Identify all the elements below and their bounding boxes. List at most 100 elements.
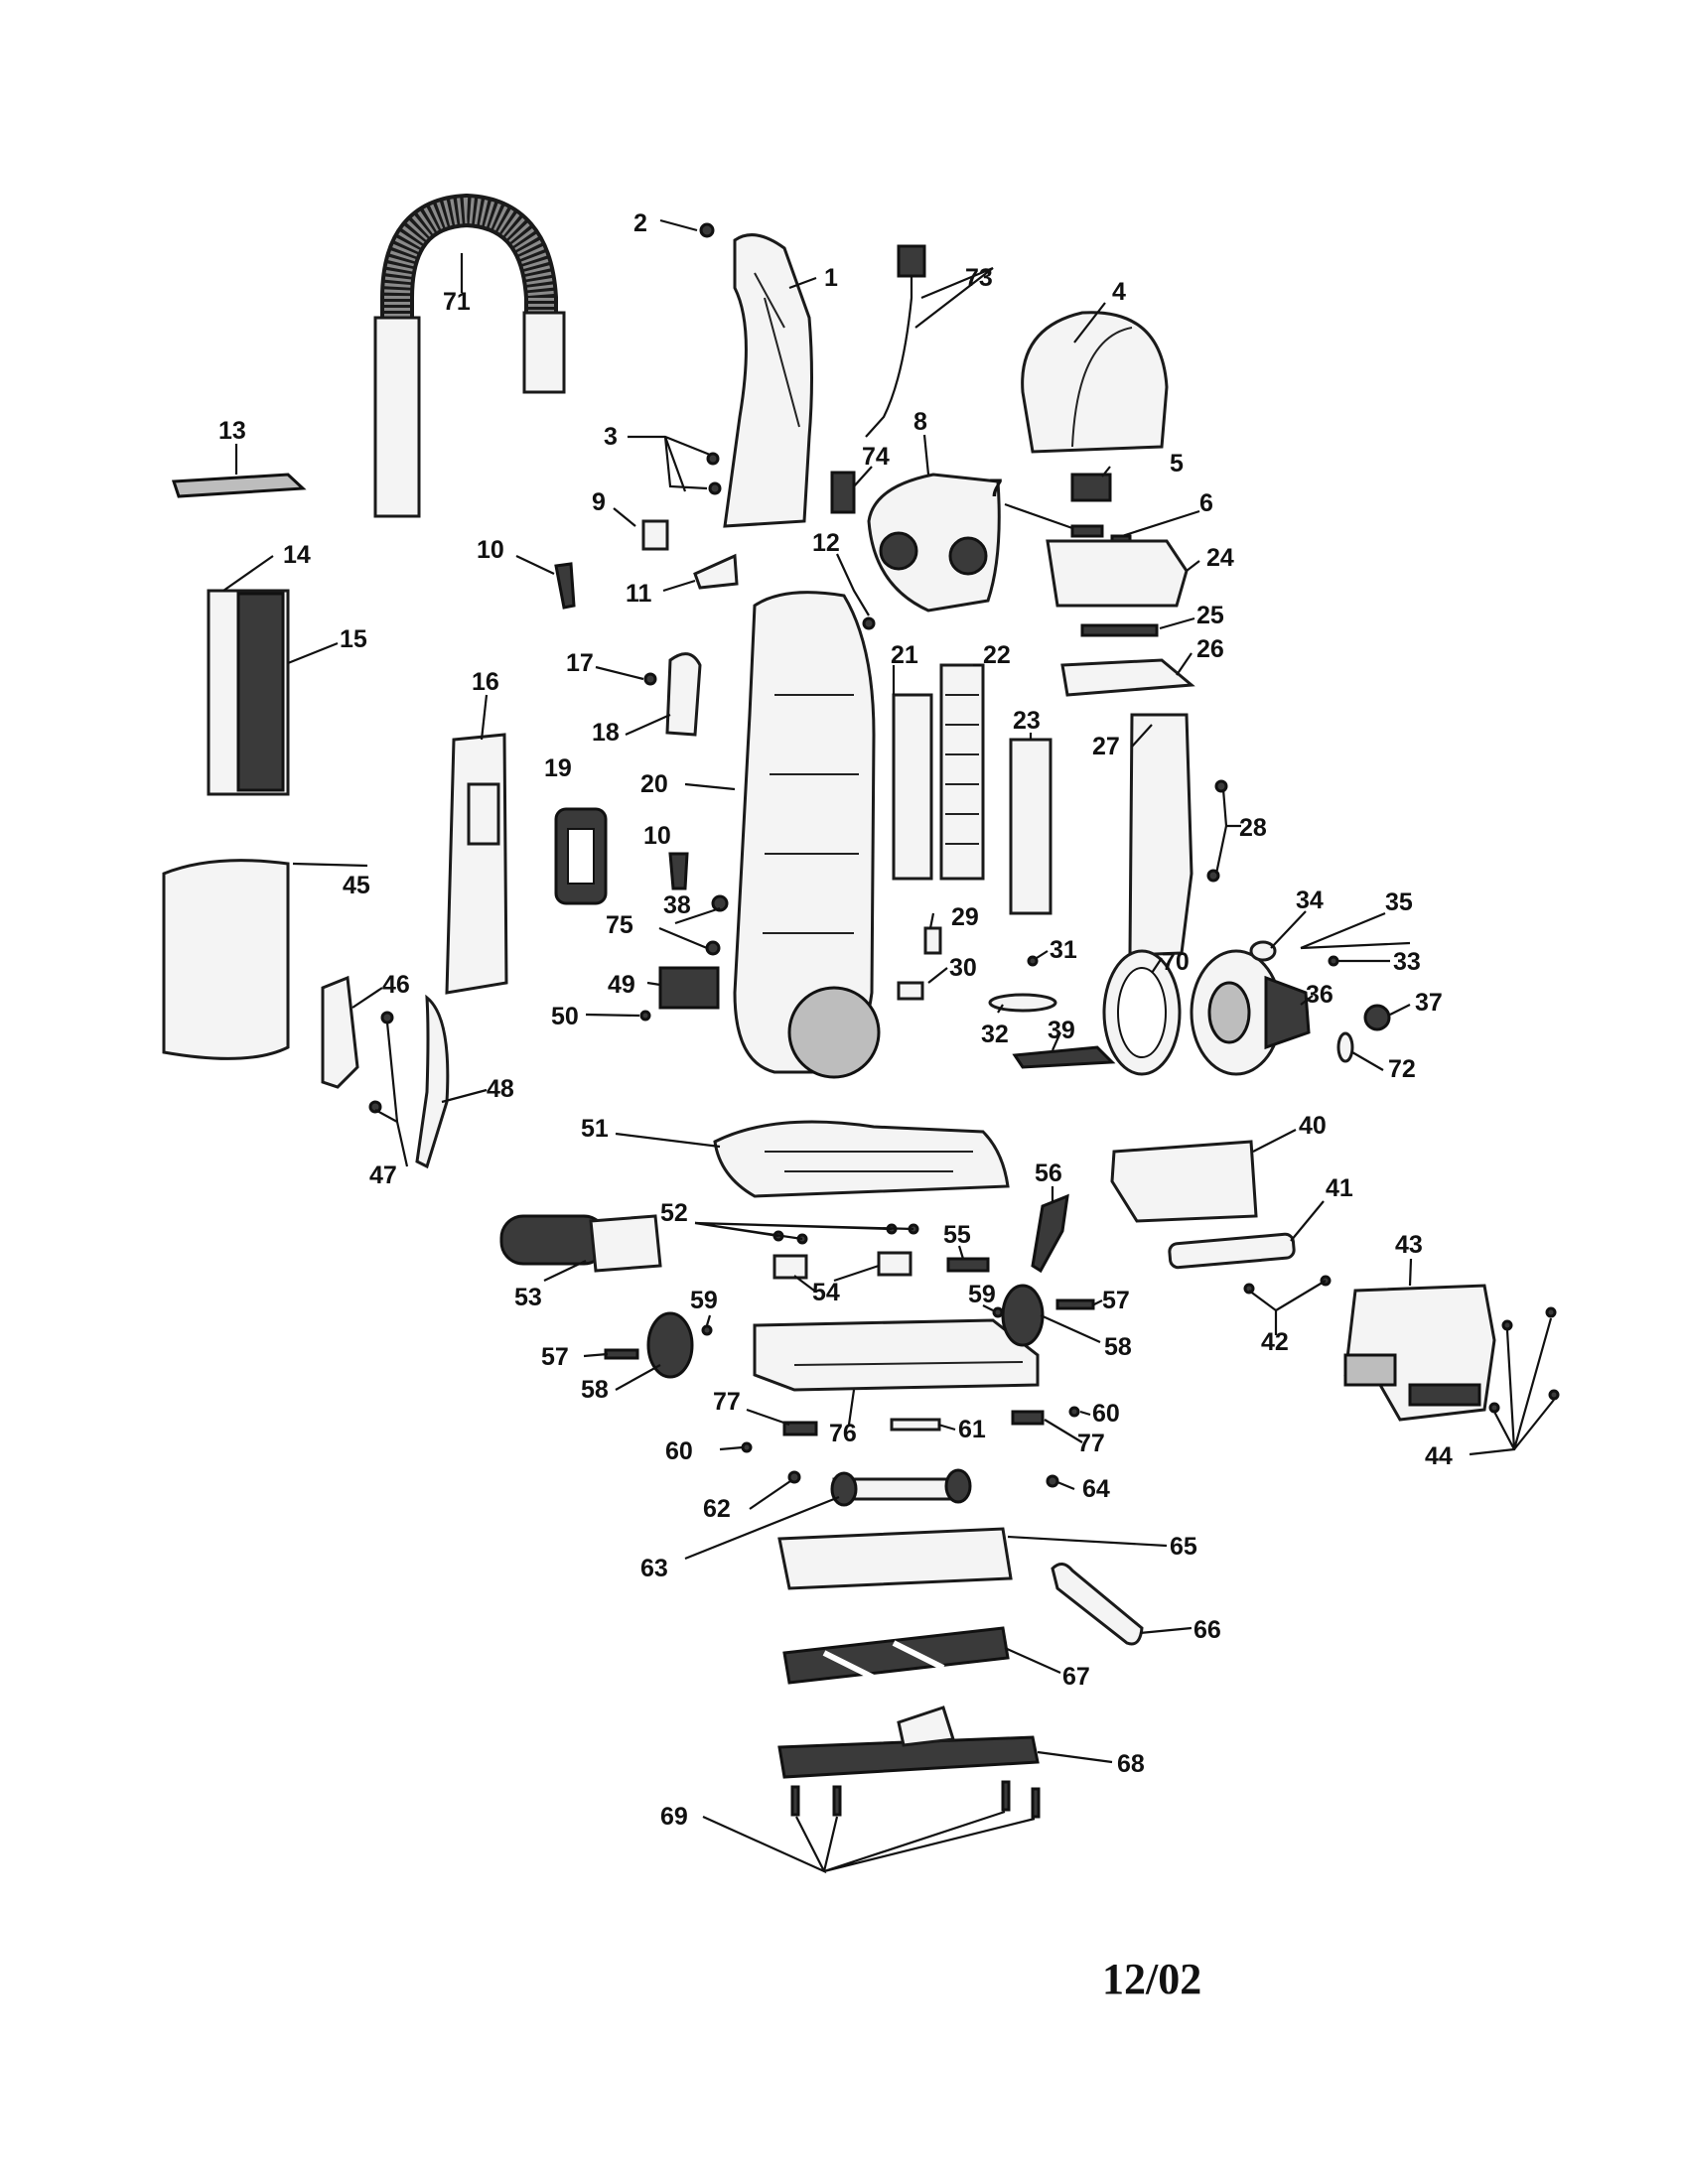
part-32-ring xyxy=(988,993,1057,1013)
callout-5: 5 xyxy=(1170,450,1184,478)
part-64-screw xyxy=(1046,1474,1059,1488)
callout-77a: 77 xyxy=(713,1388,741,1416)
part-20-main-housing xyxy=(733,591,881,1079)
leader-lines xyxy=(222,218,1555,1874)
part-71-hose xyxy=(373,193,566,518)
callout-24: 24 xyxy=(1206,544,1234,572)
callout-46: 46 xyxy=(382,971,410,999)
part-76-nozzle-base xyxy=(753,1318,1040,1392)
part-59-spring-left xyxy=(701,1324,713,1336)
callout-45: 45 xyxy=(343,872,370,899)
part-39-plate xyxy=(1012,1045,1116,1069)
callout-17: 17 xyxy=(566,649,594,677)
part-13-filter-cover xyxy=(171,473,307,498)
part-10-clip-upper xyxy=(554,562,576,610)
part-58-wheel-right xyxy=(1001,1284,1045,1347)
part-18-release xyxy=(665,652,702,737)
part-29-clip xyxy=(923,926,942,955)
callout-60b: 60 xyxy=(1092,1400,1120,1428)
callout-40: 40 xyxy=(1299,1112,1327,1140)
part-37-nut xyxy=(1363,1004,1391,1031)
callout-71: 71 xyxy=(443,288,471,316)
part-44-screws xyxy=(1488,1306,1560,1414)
callout-54: 54 xyxy=(812,1279,840,1306)
part-42-screw-a xyxy=(1243,1283,1255,1295)
part-43-motor-assembly xyxy=(1343,1284,1496,1422)
part-50-screw xyxy=(639,1010,651,1022)
callout-56: 56 xyxy=(1035,1160,1062,1187)
date-stamp: 12/02 xyxy=(1102,1955,1202,2003)
part-77-clip-right xyxy=(1011,1410,1045,1426)
callout-10a: 10 xyxy=(477,536,504,564)
callout-39: 39 xyxy=(1048,1017,1075,1044)
callout-35: 35 xyxy=(1385,888,1413,916)
callout-62: 62 xyxy=(703,1495,731,1523)
part-57-axle-right xyxy=(1055,1298,1095,1310)
callout-68: 68 xyxy=(1117,1750,1145,1778)
part-8-cord-wrap xyxy=(867,473,1001,613)
part-69-screws xyxy=(790,1780,1041,1819)
part-7-spring xyxy=(1070,524,1104,538)
part-25-gasket xyxy=(1080,623,1159,637)
part-60-screw-right xyxy=(1068,1406,1080,1418)
callout-67: 67 xyxy=(1062,1663,1090,1691)
callout-29: 29 xyxy=(951,903,979,931)
callout-30: 30 xyxy=(949,954,977,982)
part-1-handle xyxy=(723,233,813,528)
part-57-axle-left xyxy=(604,1348,639,1360)
callout-14: 14 xyxy=(283,541,311,569)
callout-31: 31 xyxy=(1050,936,1077,964)
callout-48: 48 xyxy=(487,1075,514,1103)
callout-15: 15 xyxy=(340,625,367,653)
callout-34: 34 xyxy=(1296,887,1324,914)
callout-25: 25 xyxy=(1196,602,1224,629)
part-77-clip-left xyxy=(782,1421,818,1436)
part-47-screw-a xyxy=(380,1011,394,1024)
part-17-screw xyxy=(643,672,657,686)
part-9-switch xyxy=(641,519,669,551)
part-23-panel xyxy=(1009,738,1052,915)
callout-76: 76 xyxy=(829,1420,857,1447)
callout-16: 16 xyxy=(472,668,499,696)
part-54-bracket-a xyxy=(772,1254,808,1280)
part-59-spring-right xyxy=(992,1306,1004,1318)
callout-70: 70 xyxy=(1162,948,1190,976)
callout-61: 61 xyxy=(958,1416,986,1443)
part-27-duct xyxy=(1128,713,1193,957)
callout-50: 50 xyxy=(551,1003,579,1030)
part-15-filter xyxy=(207,589,290,796)
part-41-tube xyxy=(1168,1232,1296,1270)
callout-6: 6 xyxy=(1199,489,1213,517)
part-51-hood xyxy=(713,1120,1010,1198)
part-30-bumper xyxy=(897,981,924,1001)
part-60-screw-left xyxy=(741,1441,753,1453)
part-24-cup-base xyxy=(1046,539,1189,608)
part-31-screw xyxy=(1027,955,1039,967)
callout-26: 26 xyxy=(1196,635,1224,663)
part-66-belt xyxy=(1051,1563,1144,1646)
callout-21: 21 xyxy=(891,641,918,669)
callout-8: 8 xyxy=(913,408,927,436)
callout-59a: 59 xyxy=(690,1287,718,1314)
callout-53: 53 xyxy=(514,1284,542,1311)
part-56-lever xyxy=(1031,1193,1069,1274)
part-63-rear-axle xyxy=(830,1468,972,1507)
part-58-wheel-left xyxy=(646,1311,694,1379)
part-33-screw xyxy=(1328,955,1339,967)
callout-2: 2 xyxy=(633,209,647,237)
part-38-spring xyxy=(711,894,729,912)
part-40-duct xyxy=(1110,1140,1258,1223)
callout-58b: 58 xyxy=(1104,1333,1132,1361)
part-3-screws xyxy=(706,452,722,495)
callout-38: 38 xyxy=(663,891,691,919)
callout-43: 43 xyxy=(1395,1231,1423,1259)
part-10-clip-lower xyxy=(668,852,689,890)
callout-47: 47 xyxy=(369,1161,397,1189)
part-65-bottom-cover xyxy=(777,1527,1013,1590)
callout-12: 12 xyxy=(812,529,840,557)
part-49-mount xyxy=(658,966,720,1010)
part-22-grille xyxy=(939,663,985,881)
part-75-screw xyxy=(705,940,721,956)
callout-49: 49 xyxy=(608,971,635,999)
